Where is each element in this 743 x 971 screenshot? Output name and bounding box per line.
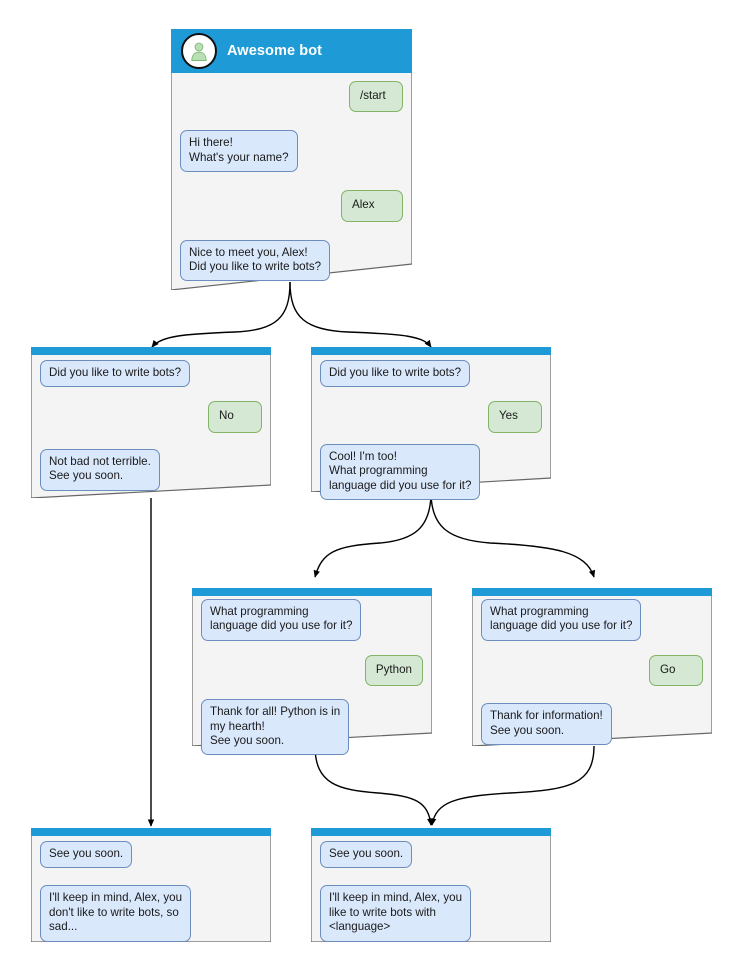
connector-yes-to-go [430,491,596,578]
panel-title-root: Awesome bot [227,43,323,59]
connector-root-to-yes [289,281,432,348]
message-row: What programming language did you use fo… [481,599,703,641]
message-list-root: /start Hi there! What's your name? Alex … [171,81,412,282]
chat-panel-end-sad[interactable]: See you soon. I'll keep in mind, Alex, y… [31,828,271,942]
panel-header-root: Awesome bot [171,29,412,73]
message-row: See you soon. [320,841,542,869]
message-row: Nice to meet you, Alex! Did you like to … [180,239,403,282]
message-row: /start [180,81,403,113]
user-message-bubble[interactable]: Yes [488,401,542,433]
chat-panel-yes-branch[interactable]: Did you like to write bots? Yes Cool! I'… [311,347,551,501]
message-row: No [40,401,262,433]
message-row: Python [201,654,423,687]
connector-python-to-end-happy [314,745,434,826]
user-message-bubble[interactable]: Go [649,654,703,687]
message-list-python-branch: What programming language did you use fo… [192,599,432,756]
message-row: Go [481,654,703,687]
chat-panel-root[interactable]: Awesome bot /start Hi there! What's your… [171,29,412,290]
message-row: Yes [320,401,542,433]
bot-message-bubble[interactable]: See you soon. [40,841,133,869]
message-list-yes-branch: Did you like to write bots? Yes Cool! I'… [311,360,551,501]
user-message-bubble[interactable]: Alex [341,190,403,222]
panel-header-end-happy [311,828,551,836]
bot-message-bubble[interactable]: Did you like to write bots? [320,360,471,388]
message-list-no-branch: Did you like to write bots? No Not bad n… [31,360,271,491]
bot-message-bubble[interactable]: Thank for all! Python is in my hearth! S… [201,699,350,756]
message-row: Hi there! What's your name? [180,130,403,173]
bot-message-bubble[interactable]: Thank for information! See you soon. [481,703,612,746]
panel-header-python-branch [192,588,432,596]
panel-header-yes-branch [311,347,551,355]
connector-root-to-no [151,281,291,348]
message-row: What programming language did you use fo… [201,599,423,641]
bot-message-bubble[interactable]: I'll keep in mind, Alex, you don't like … [40,885,192,942]
message-list-go-branch: What programming language did you use fo… [472,599,712,746]
message-row: Cool! I'm too! What programming language… [320,443,542,501]
bot-message-bubble[interactable]: Hi there! What's your name? [180,130,298,173]
connector-yes-to-python [313,491,432,578]
chat-panel-python-branch[interactable]: What programming language did you use fo… [192,588,432,756]
bot-message-bubble[interactable]: Cool! I'm too! What programming language… [320,443,481,501]
bot-message-bubble[interactable]: Nice to meet you, Alex! Did you like to … [180,239,331,282]
message-row: Not bad not terrible. See you soon. [40,448,262,491]
user-message-bubble[interactable]: /start [349,81,403,113]
bot-message-bubble[interactable]: Did you like to write bots? [40,360,191,388]
message-row: See you soon. [40,841,262,869]
bot-message-bubble[interactable]: Not bad not terrible. See you soon. [40,448,160,491]
message-row: I'll keep in mind, Alex, you like to wri… [320,885,542,942]
message-row: I'll keep in mind, Alex, you don't like … [40,885,262,942]
chat-panel-end-happy[interactable]: See you soon. I'll keep in mind, Alex, y… [311,828,551,942]
user-message-bubble[interactable]: Python [364,654,423,687]
panel-header-end-sad [31,828,271,836]
connector-go-to-end-happy [429,745,595,826]
message-row: Thank for information! See you soon. [481,703,703,746]
bot-message-bubble[interactable]: I'll keep in mind, Alex, you like to wri… [320,885,472,942]
message-row: Did you like to write bots? [320,360,542,388]
person-avatar-icon [181,33,217,69]
panel-header-go-branch [472,588,712,596]
message-row: Alex [180,190,403,222]
message-list-end-happy: See you soon. I'll keep in mind, Alex, y… [311,841,551,942]
chat-panel-no-branch[interactable]: Did you like to write bots? No Not bad n… [31,347,271,498]
message-row: Thank for all! Python is in my hearth! S… [201,699,423,756]
chat-panel-go-branch[interactable]: What programming language did you use fo… [472,588,712,746]
message-row: Did you like to write bots? [40,360,262,388]
user-message-bubble[interactable]: No [208,401,262,433]
panel-header-no-branch [31,347,271,355]
bot-message-bubble[interactable]: See you soon. [320,841,413,869]
message-list-end-sad: See you soon. I'll keep in mind, Alex, y… [31,841,271,942]
bot-message-bubble[interactable]: What programming language did you use fo… [201,599,362,641]
bot-message-bubble[interactable]: What programming language did you use fo… [481,599,642,641]
